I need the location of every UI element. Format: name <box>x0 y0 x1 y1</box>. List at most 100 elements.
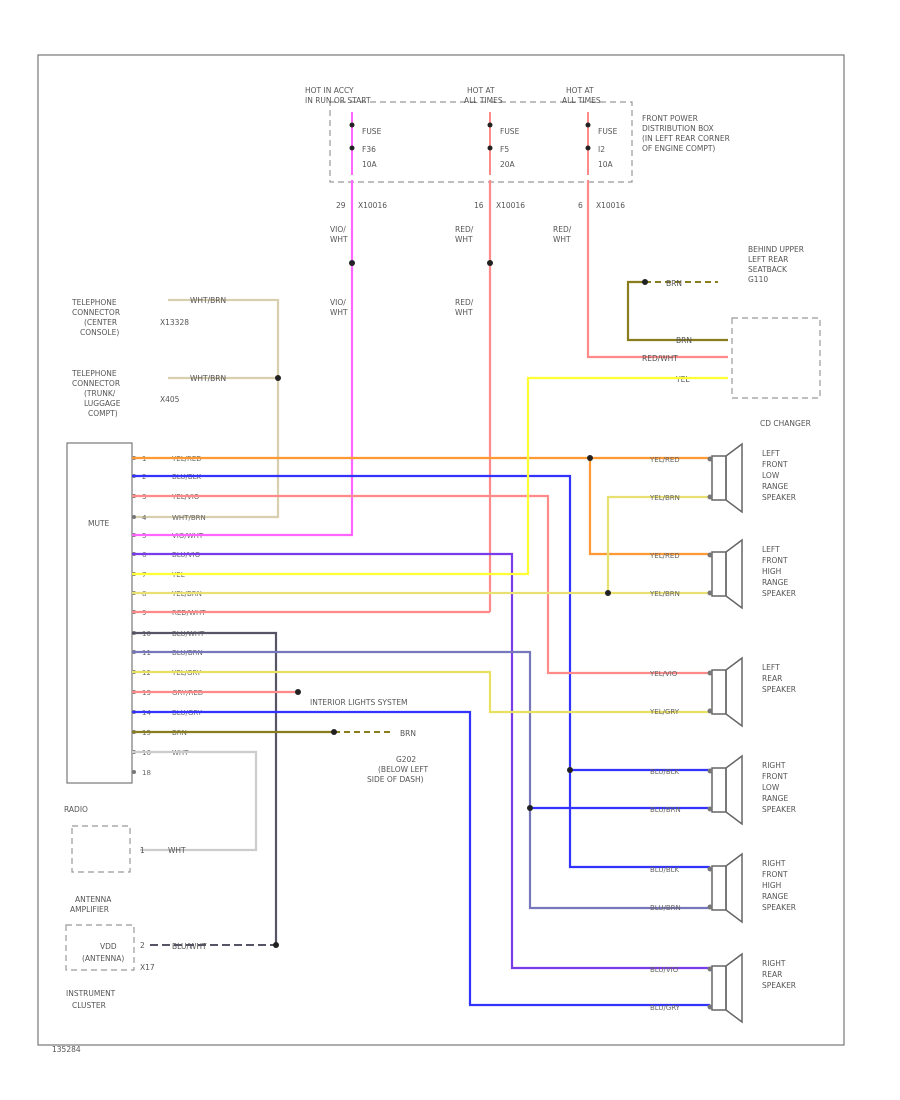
fuse-1-node <box>349 122 355 128</box>
ground-upper-1: BEHIND UPPER <box>748 245 804 254</box>
speaker-name: FRONT <box>762 460 788 469</box>
antenna-inner-1: VDD <box>100 942 117 951</box>
pin-number: 18 <box>142 769 151 777</box>
hot-label-2b: ALL TIMES <box>464 96 503 105</box>
radio-unit <box>66 442 133 784</box>
pin-wire-color: WHT/BRN <box>172 514 206 522</box>
wht-brn-label-1: WHT/BRN <box>190 296 226 305</box>
speaker-name: RIGHT <box>762 859 786 868</box>
red-wht-label-2: RED/ <box>455 298 474 307</box>
fuse-3-node-b <box>585 145 591 151</box>
speaker-name: SPEAKER <box>762 903 796 912</box>
speaker-term <box>707 552 713 558</box>
wire-pin11 <box>132 650 710 910</box>
speaker-cone <box>725 656 743 728</box>
tel-conn2-id: X405 <box>160 395 180 404</box>
speaker-wire-1: BLU/VIO <box>650 966 679 974</box>
red-wht-cd-label: RED/WHT <box>642 354 678 363</box>
ground-g202-node <box>331 729 337 735</box>
splice-vio <box>349 260 355 266</box>
speaker-term <box>707 494 713 500</box>
speaker-cone <box>725 442 743 514</box>
antenna-pin: 2 <box>140 941 145 950</box>
speaker-term <box>707 590 713 596</box>
splice-pin8 <box>605 590 611 596</box>
speaker-cone <box>725 538 743 610</box>
speaker-cone <box>725 952 743 1024</box>
speaker-term <box>707 456 713 462</box>
antenna-sub: X17 <box>140 963 155 972</box>
speaker-wire-2: YEL/BRN <box>649 590 680 598</box>
cluster-label-2: CLUSTER <box>72 1001 106 1010</box>
speaker-cone <box>725 852 743 924</box>
speaker-wire-1: YEL/VIO <box>649 670 678 678</box>
speaker-wire-1: BLU/BLK <box>650 768 680 776</box>
speaker-term <box>707 904 713 910</box>
interior-lights-label: INTERIOR LIGHTS SYSTEM <box>310 698 408 707</box>
brn-ground-wire <box>626 280 728 342</box>
pdb-label-3: (IN LEFT REAR CORNER <box>642 134 730 143</box>
ground-g110-node <box>642 279 648 285</box>
wire-pin2 <box>132 474 710 869</box>
power-distribution-box <box>329 101 633 183</box>
speaker-name: LOW <box>762 471 780 480</box>
speaker-magnet <box>711 551 727 597</box>
tel-conn1-id: X13328 <box>160 318 189 327</box>
speaker-name: RANGE <box>762 482 788 491</box>
speaker-name: FRONT <box>762 772 788 781</box>
mute-label: MUTE <box>88 519 110 528</box>
ground-upper-4: G110 <box>748 275 768 284</box>
splice-pin2 <box>567 767 573 773</box>
speaker-term <box>707 1004 713 1010</box>
radio-label: RADIO <box>64 805 88 814</box>
speaker-name: RANGE <box>762 892 788 901</box>
tel-conn2-1: TELEPHONE <box>71 369 117 378</box>
wire-pin14 <box>132 710 710 1007</box>
pin-terminal <box>132 515 136 519</box>
wht-brn-label-2: WHT/BRN <box>190 374 226 383</box>
vio-wht-label-2: VIO/ <box>330 298 346 307</box>
wire-pin10 <box>132 631 278 945</box>
hot-label-3b: ALL TIMES <box>562 96 601 105</box>
pdb-label-4: OF ENGINE COMPT) <box>642 144 715 153</box>
speaker-name: LEFT <box>762 545 780 554</box>
speakers: YEL/REDYEL/BRNLEFTFRONTLOWRANGESPEAKERYE… <box>649 442 796 1024</box>
fuse-3-node <box>585 122 591 128</box>
antenna-splice <box>273 942 279 948</box>
fuse-3-label: FUSE <box>598 127 618 136</box>
fuse-2-id: F5 <box>500 145 509 154</box>
conn-1: X10016 <box>358 201 387 210</box>
interior-lights-node <box>295 689 301 695</box>
speaker-name: SPEAKER <box>762 685 796 694</box>
speaker-name: RIGHT <box>762 761 786 770</box>
cluster-label-1: INSTRUMENT <box>66 989 116 998</box>
fuse-2-label: FUSE <box>500 127 520 136</box>
ground-upper-2: LEFT REAR <box>748 255 788 264</box>
fuse-3-amp: 10A <box>598 160 614 169</box>
speaker-name: HIGH <box>762 567 781 576</box>
ground-upper-3: SEATBACK <box>748 265 788 274</box>
speaker-name: SPEAKER <box>762 805 796 814</box>
wire-pin5 <box>132 530 354 537</box>
footer-code: 135284 <box>52 1045 81 1054</box>
speaker-name: SPEAKER <box>762 589 796 598</box>
red-wht-label-1b: WHT <box>455 235 473 244</box>
speaker-name: LEFT <box>762 449 780 458</box>
speaker-name: RANGE <box>762 578 788 587</box>
wire-pin12 <box>132 670 710 714</box>
fuse-2-node-b <box>487 145 493 151</box>
g202-label-2: (BELOW LEFT <box>378 765 429 774</box>
tel-conn2-3: (TRUNK/ <box>84 389 116 398</box>
speaker-term <box>707 670 713 676</box>
red-wht-label-1: RED/ <box>455 225 474 234</box>
tel-conn1-2: CONNECTOR <box>72 308 120 317</box>
speaker-name: HIGH <box>762 881 781 890</box>
speaker-magnet <box>711 965 727 1011</box>
speaker-term <box>707 768 713 774</box>
speaker-wire-2: YEL/GRY <box>649 708 680 716</box>
brn-label-top: BRN <box>666 279 682 288</box>
